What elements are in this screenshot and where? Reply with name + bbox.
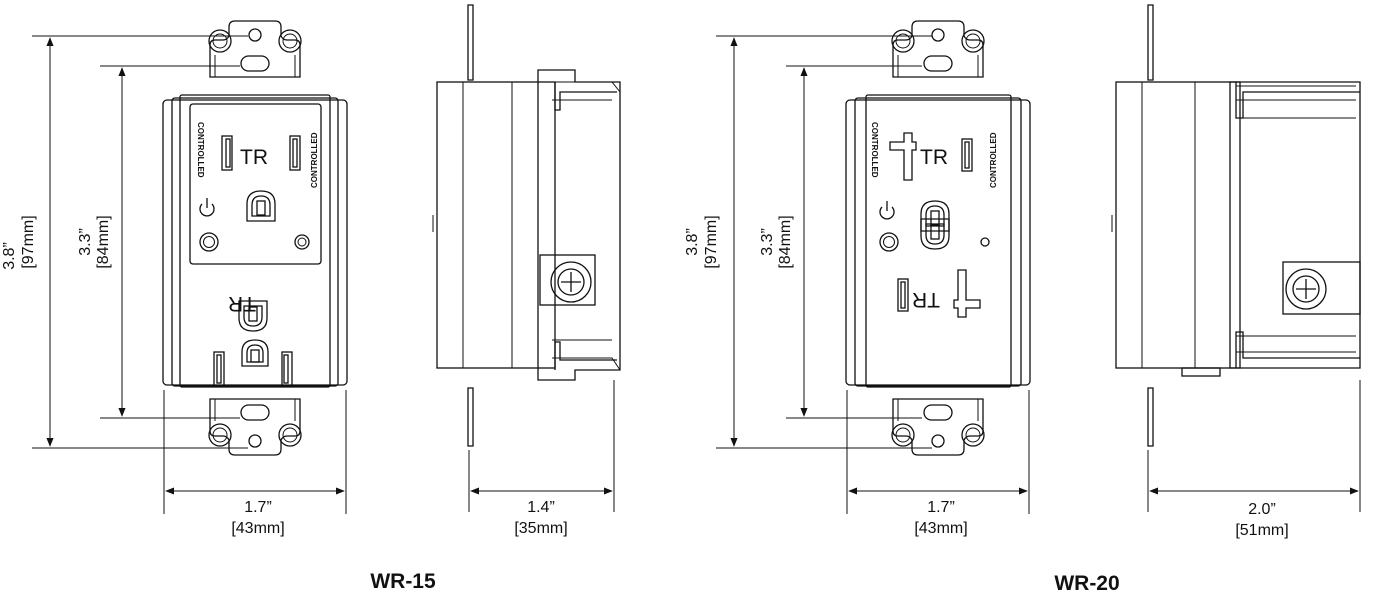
- wr20-side-dimensions: 2.0” [51mm]: [1147, 380, 1361, 539]
- power-icon: [879, 201, 895, 220]
- wr15-controlled-right: CONTROLLED: [310, 132, 319, 188]
- wr15-inner-height-mm: [84mm]: [95, 215, 112, 268]
- wr15-depth-mm: [35mm]: [514, 520, 567, 537]
- wr15-side-dimensions: 1.4” [35mm]: [468, 380, 615, 537]
- wr20-outer-height-in: 3.8”: [684, 228, 701, 256]
- wr20-side-view: [1111, 4, 1361, 447]
- wr20-title: WR-20: [1054, 572, 1119, 595]
- wr15-depth-in: 1.4”: [527, 499, 555, 516]
- wr15-outer-height-in: 3.8”: [1, 242, 18, 270]
- wr20-width-in: 1.7”: [927, 499, 955, 516]
- wr15-title: WR-15: [370, 570, 436, 593]
- wr20-outer-height-mm: [97mm]: [703, 215, 720, 268]
- wr20-tr-top: TR: [920, 146, 948, 169]
- wr20-inner-height-mm: [84mm]: [777, 215, 794, 268]
- wr20-depth-in: 2.0”: [1248, 501, 1276, 518]
- wr15-tr-bottom: TR: [228, 292, 256, 315]
- wr15-front-view: CONTROLLED CONTROLLED TR TR: [162, 20, 348, 456]
- wr20-led: [879, 232, 899, 252]
- wr15-front-dimensions: 3.8” [97mm] 3.3” [84mm] 1.7” [43mm]: [1, 35, 347, 537]
- wr20-controlled-right: CONTROLLED: [989, 132, 998, 188]
- wr20-inner-height-in: 3.3”: [759, 228, 776, 256]
- wr15-side-view: [432, 4, 621, 447]
- wr15-inner-height-in: 3.3”: [77, 228, 94, 256]
- wr15-outer-height-mm: [97mm]: [20, 215, 37, 268]
- wr20-depth-mm: [51mm]: [1235, 522, 1288, 539]
- wr20-width-mm: [43mm]: [914, 520, 967, 537]
- wr20-front-view: CONTROLLED CONTROLLED TR TR: [845, 20, 1031, 456]
- wr20-front-dimensions: 3.8” [97mm] 3.3” [84mm] 1.7” [43mm]: [684, 35, 1030, 537]
- wr15-led: [199, 232, 219, 252]
- wr20-controlled-left: CONTROLLED: [870, 122, 879, 178]
- power-icon: [199, 198, 215, 217]
- wr15-tr-top: TR: [240, 146, 268, 169]
- wr15-controlled-left: CONTROLLED: [196, 122, 205, 178]
- wr15-width-mm: [43mm]: [231, 520, 284, 537]
- wr15-width-in: 1.7”: [244, 499, 272, 516]
- wr20-tr-bottom: TR: [912, 288, 940, 311]
